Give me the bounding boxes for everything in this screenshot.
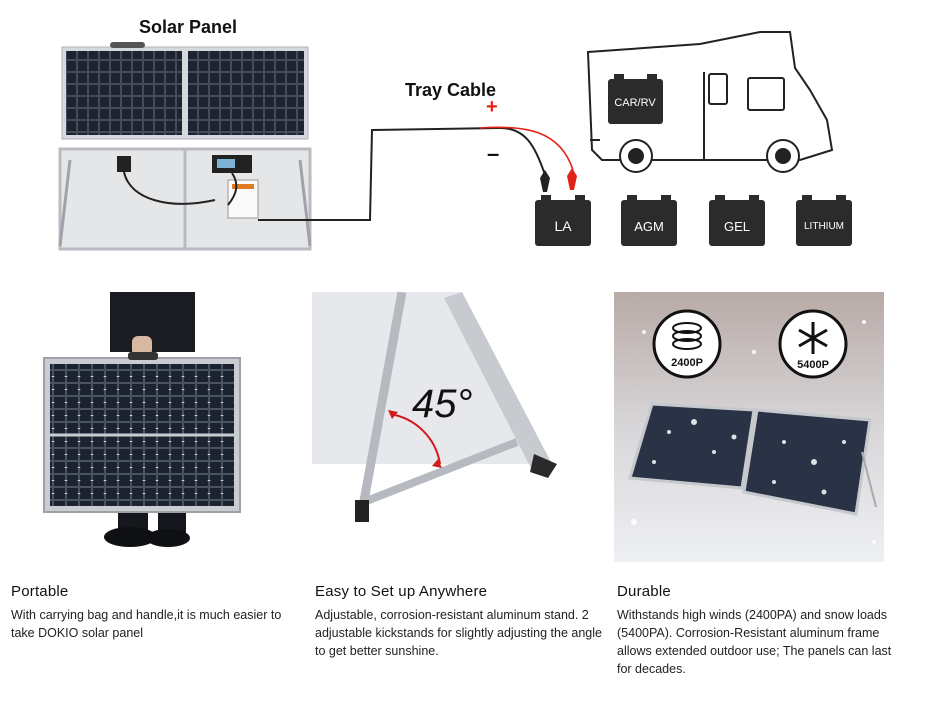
negative-clamp-icon xyxy=(540,170,550,192)
solar-panel-front xyxy=(61,42,309,140)
battery-gel-icon: GEL xyxy=(709,195,765,246)
feature-title: Easy to Set up Anywhere xyxy=(315,583,488,600)
feature-description: Adjustable, corrosion-resistant aluminum… xyxy=(315,608,602,658)
kickstand-leg xyxy=(357,292,407,513)
feature-description: With carrying bag and handle,it is much … xyxy=(11,608,282,640)
wind-load-badge: 2400P xyxy=(652,309,722,379)
feature-title: Portable xyxy=(11,583,69,600)
battery-lithium-icon: LITHIUM xyxy=(796,195,852,246)
feature-description: Withstands high winds (2400PA) and snow … xyxy=(617,608,892,676)
snow-badge-label: 5400P xyxy=(797,359,829,371)
arrow-up-icon xyxy=(388,410,398,419)
left-shoe xyxy=(104,527,156,547)
feature-easy-setup: Easy to Set up Anywhere Adjustable, corr… xyxy=(315,583,605,660)
panel-frame xyxy=(444,292,552,474)
negative-sign: – xyxy=(487,141,500,166)
rv-illustration xyxy=(586,31,834,173)
wiring-diagram: CAR/RV LA AGM GEL LITHIUM Solar Pan xyxy=(0,0,931,270)
solar-panel-label: Solar Panel xyxy=(139,17,238,37)
angle-arc xyxy=(389,413,441,465)
positive-sign: + xyxy=(486,96,498,118)
tray-cable xyxy=(258,126,577,221)
tray-cable-label: Tray Cable xyxy=(405,80,497,100)
solar-panel-back xyxy=(58,147,312,251)
battery-la-label: LA xyxy=(554,218,572,234)
hand xyxy=(132,336,152,356)
battery-agm-icon: AGM xyxy=(621,195,677,246)
battery-la-icon: LA xyxy=(535,195,591,246)
positive-clamp-icon xyxy=(567,168,577,190)
snow-load-badge: 5400P xyxy=(778,309,848,379)
snowflake-icon xyxy=(798,322,828,354)
battery-lithium-label: LITHIUM xyxy=(804,221,844,232)
snowy-panels xyxy=(628,402,877,516)
person-coat xyxy=(110,292,195,352)
portable-photo xyxy=(40,292,245,554)
kickstand-photo: 45° xyxy=(312,292,557,522)
right-shoe xyxy=(146,529,190,547)
angle-label: 45° xyxy=(412,382,473,426)
arrow-down-icon xyxy=(432,459,442,468)
durable-photo: 2400P 5400P xyxy=(614,292,884,562)
rv-battery-icon: CAR/RV xyxy=(608,74,663,124)
wind-badge-label: 2400P xyxy=(671,357,703,369)
feature-durable: Durable Withstands high winds (2400PA) a… xyxy=(617,583,897,678)
battery-agm-label: AGM xyxy=(634,219,664,234)
feature-portable: Portable With carrying bag and handle,it… xyxy=(11,583,301,642)
feature-title: Durable xyxy=(617,583,671,600)
battery-gel-label: GEL xyxy=(724,219,750,234)
rv-battery-label: CAR/RV xyxy=(614,97,656,109)
support-bar xyxy=(362,438,519,506)
wiring-illustration: CAR/RV LA AGM GEL LITHIUM xyxy=(58,31,852,251)
